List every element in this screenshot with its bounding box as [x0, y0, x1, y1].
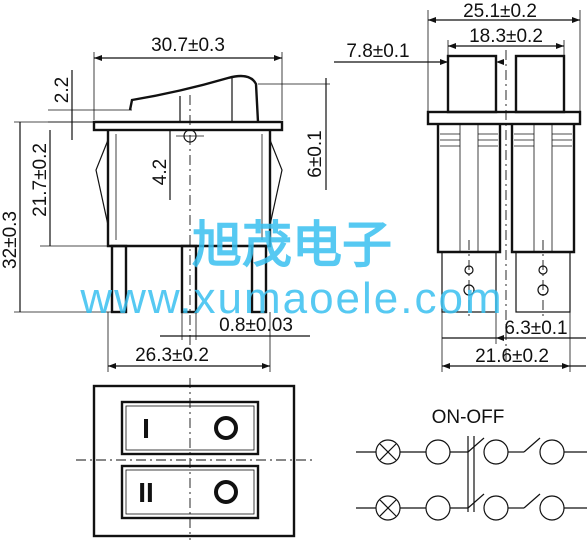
end-view-switch	[426, 50, 582, 360]
dim-side-height: 6±0.1	[305, 130, 326, 177]
dim-total-height: 32±0.3	[0, 211, 21, 269]
switch-2-label: II	[138, 477, 154, 508]
dim-body-height: 21.7±0.2	[30, 143, 51, 217]
terminal-right	[250, 244, 268, 314]
dim-base-width: 21.6±0.2	[475, 346, 549, 367]
button-left	[446, 54, 498, 114]
front-frame	[92, 384, 296, 538]
off-indicator-1	[214, 416, 238, 440]
button-right	[514, 54, 566, 114]
end-flange	[426, 110, 582, 126]
dim-button-width: 7.8±0.1	[346, 41, 409, 62]
off-indicator-2	[214, 480, 238, 504]
terminal-middle	[180, 244, 198, 314]
dim-terminal-span: 26.3±0.2	[135, 345, 209, 366]
front-view: I II	[76, 378, 312, 540]
dim-side-width: 25.1±0.2	[463, 1, 537, 22]
side-view-dimensions: 30.7±0.3 2.2 32±0.3 21.7±0.2 4.2 6±0.1 0…	[0, 35, 330, 372]
rocker-actuator	[128, 74, 260, 123]
flange	[92, 120, 284, 132]
terminal-left	[110, 244, 128, 314]
switch-1-label: I	[142, 413, 150, 444]
watermark: 旭茂电子 www.xumaoele.com	[79, 216, 503, 323]
dim-inner-width: 18.3±0.2	[469, 26, 543, 47]
side-view-switch	[92, 74, 284, 360]
dim-rocker-height: 2.2	[52, 77, 73, 103]
end-view-dimensions: 25.1±0.2 18.3±0.2 7.8±0.1 6.3±0.1 21.6±0…	[334, 1, 586, 372]
dim-terminal-width: 6.3±0.1	[504, 318, 567, 339]
dim-pivot-offset: 4.2	[150, 159, 171, 185]
circuit-label: ON-OFF	[432, 407, 505, 428]
dim-terminal-thickness: 0.8±0.03	[219, 315, 293, 336]
watermark-url: www.xumaoele.com	[79, 274, 503, 323]
watermark-chinese: 旭茂电子	[192, 216, 392, 274]
circuit-diagram: ON-OFF	[356, 407, 587, 521]
dim-overall-width: 30.7±0.3	[151, 35, 225, 56]
